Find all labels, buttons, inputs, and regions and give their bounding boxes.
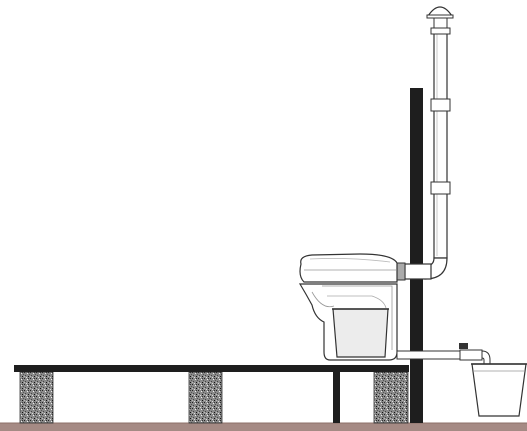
overflow-bucket	[471, 363, 527, 417]
concrete-pier-middle	[188, 371, 223, 424]
concrete-piers	[19, 371, 409, 424]
floor-beam	[14, 365, 409, 372]
compost-bin	[332, 308, 389, 358]
vent-pipe-couplings	[430, 27, 451, 195]
wall-post	[410, 88, 423, 423]
drain-valve	[459, 343, 468, 349]
support-post	[333, 372, 340, 423]
drain-pipe	[396, 349, 491, 367]
toilet-seat	[299, 253, 398, 283]
vent-stub	[404, 263, 432, 280]
vent-cap	[426, 6, 454, 29]
concrete-pier-left	[19, 371, 54, 424]
concrete-pier-right	[373, 371, 409, 424]
vent-pipe	[433, 29, 448, 259]
ground-line	[0, 423, 527, 431]
